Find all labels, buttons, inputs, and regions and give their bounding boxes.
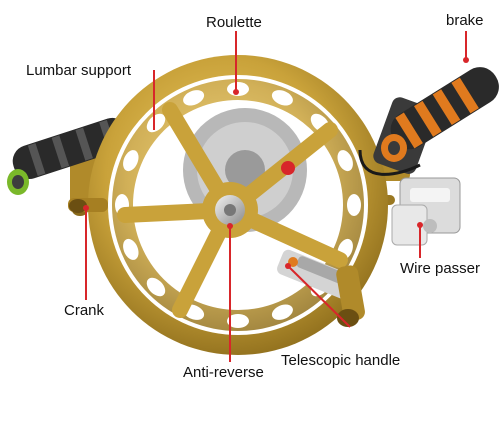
rim-window	[227, 82, 249, 96]
crank	[68, 198, 108, 213]
rim-window	[271, 90, 293, 106]
label-crank: Crank	[64, 302, 105, 319]
wire-passer	[391, 177, 461, 246]
pointer-lines	[85, 31, 467, 362]
rim-window	[271, 304, 293, 320]
rim-window	[347, 194, 361, 216]
rim-window	[123, 238, 139, 260]
rim-window	[183, 90, 205, 106]
rim-window	[123, 150, 139, 172]
label-lumbar-support: Lumbar support	[26, 62, 132, 79]
rim-window	[146, 277, 166, 297]
label-telescopic-handle: Telescopic handle	[281, 352, 401, 369]
label-roulette: Roulette	[206, 14, 262, 31]
label-wire-passer: Wire passer	[400, 260, 481, 277]
rim-window	[146, 113, 166, 133]
brake-grip	[358, 67, 499, 176]
telescopic-handle	[277, 249, 365, 327]
label-anti-reverse: Anti-reverse	[183, 364, 264, 381]
rim-window	[227, 314, 249, 328]
rim-window	[337, 150, 353, 172]
label-brake: brake	[446, 12, 484, 29]
